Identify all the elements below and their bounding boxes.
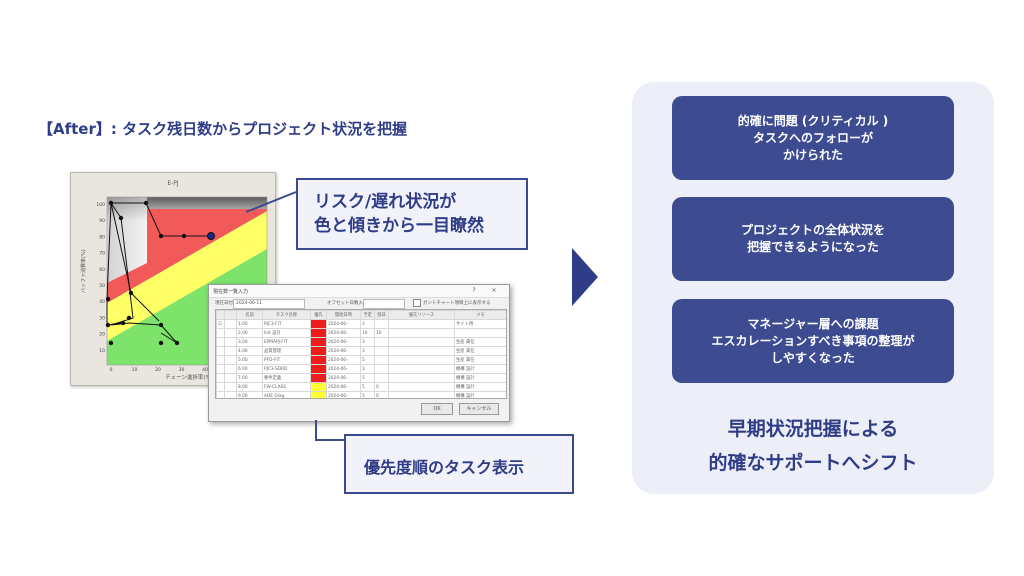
arrow-right-icon — [572, 248, 598, 306]
result-escalation: マネージャー層への課題 エスカレーションすべき事項の整理が しやすくなった — [672, 299, 954, 383]
result-project-overview: プロジェクトの全体状況を 把握できるようになった — [672, 197, 954, 281]
offset-field[interactable] — [363, 299, 405, 309]
close-icon[interactable]: × — [491, 287, 497, 294]
y-tick-label: 80 — [99, 234, 105, 240]
offset-label: オフセット日数入力 — [327, 301, 368, 306]
x-tick-label: 0 — [110, 367, 113, 373]
filter-label: 現在日付 — [215, 301, 233, 306]
y-tick-label: 90 — [99, 218, 105, 224]
y-ticks: 100 90 80 70 60 50 40 30 20 10 — [96, 202, 105, 354]
chart-window-title: E-PJ — [167, 180, 179, 187]
gantt-checkbox-label: ガントチャート項目上に表示する — [423, 301, 491, 306]
task-list-dialog: 現在数一覧入力 ? × 現在日付 2024-06-11 オフセット日数入力 ガン… — [208, 284, 510, 422]
gantt-checkbox[interactable] — [413, 299, 421, 307]
y-tick-label: 60 — [99, 267, 105, 273]
page-title: 【After】: タスク残日数からプロジェクト状況を把握 — [38, 120, 408, 138]
x-tick-label: 40 — [202, 367, 208, 373]
ok-button[interactable]: OK — [421, 403, 453, 415]
table-cell: 機構 設計 — [454, 391, 506, 398]
y-tick-label: 30 — [99, 315, 105, 321]
dialog-titlebar: 現在数一覧入力 ? × — [209, 285, 509, 298]
trajectory-points — [105, 200, 187, 346]
cancel-button[interactable]: キャンセル — [459, 403, 499, 415]
results-panel: 的確に問題 (クリティカル ) タスクへのフォローが かけられた プロジェクトの… — [632, 82, 994, 494]
y-tick-label: 70 — [99, 251, 105, 257]
current-point-marker — [207, 232, 215, 240]
y-tick-label: 40 — [99, 299, 105, 305]
result-critical-followup: 的確に問題 (クリティカル ) タスクへのフォローが かけられた — [672, 96, 954, 180]
callout-risk-line2: 色と傾きから一目瞭然 — [314, 216, 484, 236]
x-tick-label: 30 — [179, 367, 185, 373]
y-axis-label: バッファ消費率(%) — [80, 249, 87, 293]
x-tick-label: 20 — [155, 367, 161, 373]
x-axis-label: チェーン進捗率(%) — [165, 373, 213, 381]
callout-risk: リスク/遅れ状況が 色と傾きから一目瞭然 — [296, 178, 528, 250]
red-zone — [107, 209, 267, 303]
callout-risk-line1: リスク/遅れ状況が — [314, 192, 457, 212]
conclusion-text: 早期状況把握による 的確なサポートへシフト — [708, 418, 918, 474]
y-tick-label: 10 — [99, 348, 105, 354]
x-tick-label: 10 — [132, 367, 138, 373]
y-tick-label: 100 — [96, 202, 105, 208]
date-field[interactable]: 2024-06-11 — [233, 299, 305, 309]
dialog-title: 現在数一覧入力 — [213, 289, 249, 295]
callout-task: 優先度順のタスク表示 — [344, 434, 574, 494]
y-tick-label: 20 — [99, 332, 105, 338]
y-tick-label: 50 — [99, 283, 105, 289]
help-icon[interactable]: ? — [472, 287, 476, 294]
